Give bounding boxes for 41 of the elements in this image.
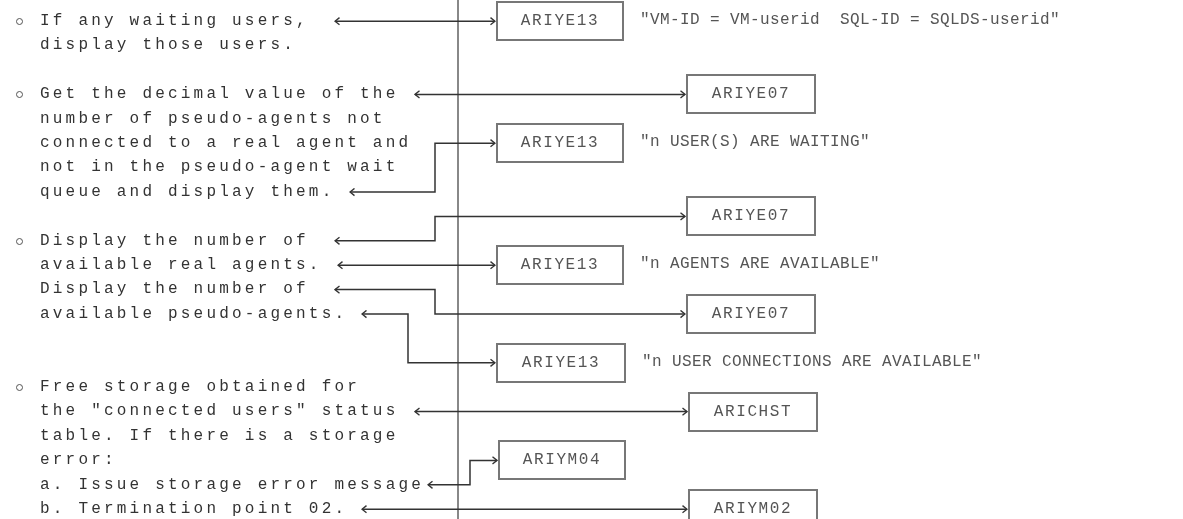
step-description: Free storage obtained for the "connected users" status table. If there is a storage error: [40,375,400,473]
arrow [337,260,496,270]
module-name: ARIYM04 [522,451,602,470]
step-description: a. Issue storage error message [40,472,460,497]
arrow [334,285,686,319]
step-description: b. Termination point 02. [40,497,380,519]
module-name: ARIYE13 [520,12,600,31]
module-name: ARIYE07 [711,85,791,104]
module-box [688,489,818,519]
module-box [686,196,816,237]
arrow [334,212,686,246]
message-text: "n USER CONNECTIONS ARE AVAILABLE" [642,352,983,371]
message-text: "VM-ID = VM-userid SQL-ID = SQLDS-userid" [640,11,1061,30]
message-text: "n AGENTS ARE AVAILABLE" [640,255,881,274]
module-name: ARIYE13 [520,134,600,153]
module-box [496,123,624,164]
module-box [496,1,624,42]
module-box [686,294,816,334]
module-name: ARIYE13 [520,256,600,275]
arrow [427,456,498,490]
arrow [361,504,688,514]
arrow [349,138,496,197]
module-name: ARIYE13 [521,353,601,372]
module-name: ARIYE07 [711,207,791,226]
arrow [414,90,686,99]
step-description: If any waiting users, display those users. [40,9,340,58]
module-name: ARICHST [713,402,793,421]
step-description: Get the decimal value of the number of pseudo-agents not connected to a real agent and not in the pseudo-agent wait queue and display them. [40,82,420,205]
module-name: ARIYM02 [713,500,793,519]
module-box [496,342,626,383]
arrow [414,407,688,416]
module-box [686,74,816,115]
arrow [361,309,496,368]
arrow [334,16,496,26]
step-description: Display the number of available pseudo-agents. [40,277,360,327]
module-box [688,391,818,432]
message-text: "n USER(S) ARE WAITING" [640,133,871,152]
module-box [498,440,626,481]
module-box [496,245,624,286]
module-name: ARIYE07 [711,305,791,323]
step-description: Display the number of available real agents. [40,228,340,278]
